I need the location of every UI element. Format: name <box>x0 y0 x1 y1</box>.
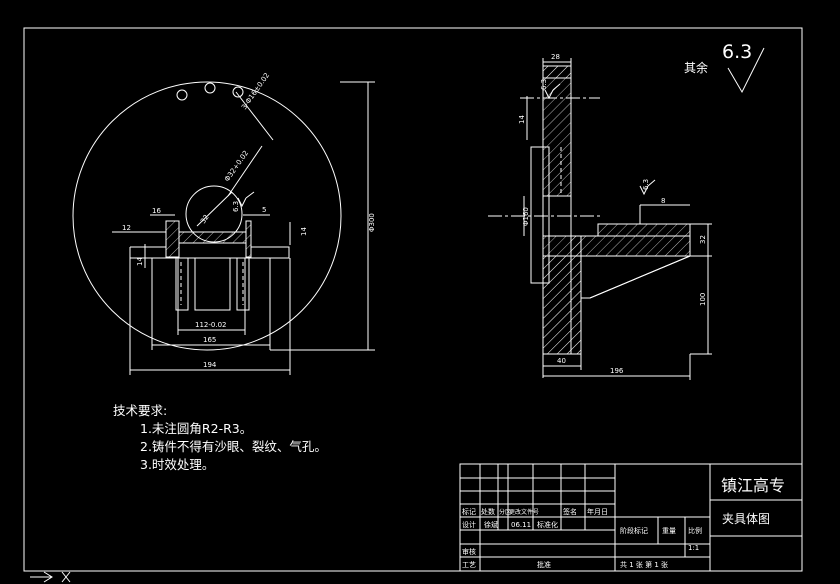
roughness-value: 6.3 <box>722 41 752 63</box>
slot-mid <box>194 257 231 311</box>
row-label-6: 年月日 <box>587 507 608 516</box>
title-block-text: 镇江高专 夹具体图 标记 处数 分区 更改文件号 签名 年月日 设计 徐斌 06… <box>462 476 785 569</box>
arm-top <box>597 223 691 237</box>
left-lug <box>165 220 180 258</box>
rib <box>581 255 691 299</box>
hole-1 <box>176 89 188 101</box>
design-label: 设计 <box>462 520 476 529</box>
dim-194: 194 <box>203 361 217 369</box>
row-label-1: 标记 <box>462 507 476 516</box>
dim-slot-width: 112-0.02 <box>195 321 226 329</box>
technical-requirements: 技术要求: 1.未注圆角R2-R3。 2.铸件不得有沙眼、裂纹、气孔。 3.时效… <box>113 402 327 474</box>
dim-center-hole: Φ32+0.02 <box>223 149 250 183</box>
sheet-border <box>23 27 803 572</box>
dim-left-12: 12 <box>122 224 131 232</box>
dim-14: 14 <box>518 115 526 124</box>
dim-right-5: 5 <box>262 206 266 214</box>
roughness-symbol <box>727 47 765 94</box>
title-block <box>25 463 803 572</box>
dim-left-14: 14 <box>136 257 144 266</box>
roughness-top: 6.3 <box>540 79 548 90</box>
dim-196: 196 <box>610 367 624 375</box>
tech-item-1: 1.未注圆角R2-R3。 <box>140 421 253 436</box>
row-label-4: 更改文件号 <box>509 508 539 516</box>
drawing-name: 夹具体图 <box>722 512 770 526</box>
tech-title: 技术要求: <box>113 403 168 418</box>
dim-100: 100 <box>699 293 707 306</box>
dim-8: 8 <box>661 197 665 205</box>
sheet-info: 共 1 张 第 1 张 <box>620 560 668 569</box>
right-lug <box>245 220 252 258</box>
row-label-5: 签名 <box>563 507 577 516</box>
dim-28: 28 <box>551 53 560 61</box>
slot-right <box>236 257 250 311</box>
general-roughness: 其余 6.3 <box>684 41 765 94</box>
dim-right-14: 14 <box>300 227 308 236</box>
side-view <box>488 58 712 380</box>
school-name: 镇江高专 <box>721 476 785 495</box>
side-view-text: 28 6.3 14 Φ160 6.3 8 32 100 40 196 <box>518 53 707 375</box>
front-view <box>72 81 375 375</box>
dim-diameter: Φ300 <box>368 213 376 232</box>
bottom-bar <box>178 231 247 244</box>
scale-value: 1:1 <box>688 544 699 552</box>
design-date: 06.11 <box>511 521 531 529</box>
front-view-text: 3-Φ16±0.02 Φ32+0.02 32 16 12 14 14 5 6.3… <box>122 71 376 369</box>
review: 审核 <box>462 547 476 556</box>
top-cap <box>542 65 572 79</box>
dim-160: Φ160 <box>522 207 530 226</box>
row-label-2: 处数 <box>481 507 495 516</box>
dim-center-note: 32 <box>199 213 211 225</box>
plate-upper <box>542 65 572 197</box>
base <box>542 255 582 355</box>
stage-mark: 阶段标记 <box>620 526 648 535</box>
designer: 徐斌 <box>484 520 498 529</box>
roughness-mid: 6.3 <box>642 179 650 190</box>
dim-40: 40 <box>557 357 566 365</box>
tech-item-2: 2.铸件不得有沙眼、裂纹、气孔。 <box>140 439 327 454</box>
process: 工艺 <box>462 561 476 569</box>
hole-2 <box>204 82 216 94</box>
row-label-3: 分区 <box>499 508 511 516</box>
weight: 重量 <box>662 527 676 535</box>
dim-left-16: 16 <box>152 207 161 215</box>
approve: 批准 <box>537 560 551 569</box>
hole-3 <box>232 86 244 98</box>
tech-item-3: 3.时效处理。 <box>140 457 215 472</box>
roughness-label: 其余 <box>684 60 708 75</box>
scale-label: 比例 <box>688 526 702 535</box>
dim-top-hole: 3-Φ16±0.02 <box>240 71 271 111</box>
dim-165: 165 <box>203 336 216 344</box>
slot-left <box>175 257 189 311</box>
dim-32: 32 <box>699 235 707 244</box>
ucs-icon <box>30 571 71 583</box>
outer-circle <box>72 81 342 351</box>
local-roughness: 6.3 <box>232 201 240 212</box>
standardization: 标准化 <box>537 520 558 529</box>
arm-main <box>570 235 691 257</box>
